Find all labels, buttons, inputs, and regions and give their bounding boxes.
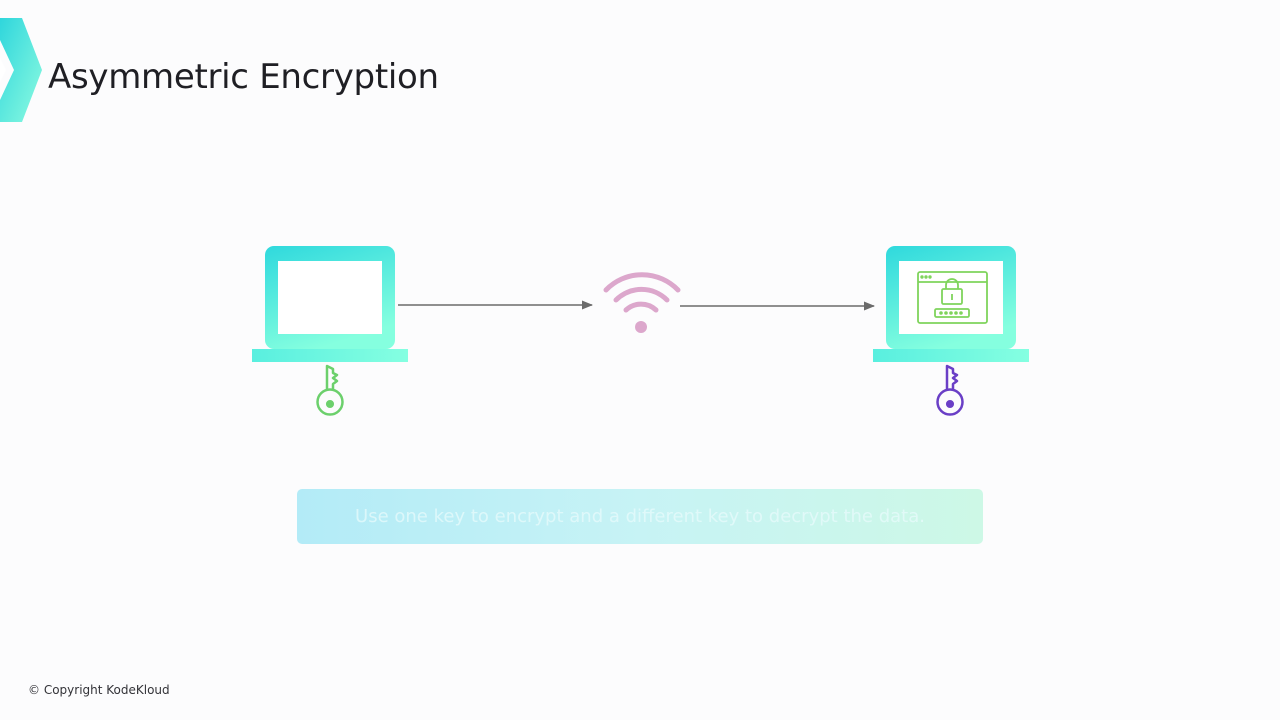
page-title: Asymmetric Encryption bbox=[48, 57, 439, 97]
receiver-key-icon bbox=[936, 364, 964, 416]
caption-box: Use one key to encrypt and a different k… bbox=[297, 489, 983, 544]
secure-browser-lock-icon bbox=[917, 271, 988, 324]
caption-text: Use one key to encrypt and a different k… bbox=[355, 506, 925, 527]
wifi-icon bbox=[603, 272, 681, 333]
sender-laptop-icon bbox=[252, 246, 408, 362]
sender-key-icon bbox=[316, 364, 344, 416]
copyright-text: © Copyright KodeKloud bbox=[28, 683, 170, 697]
kodekloud-logo-chevron bbox=[0, 18, 42, 122]
